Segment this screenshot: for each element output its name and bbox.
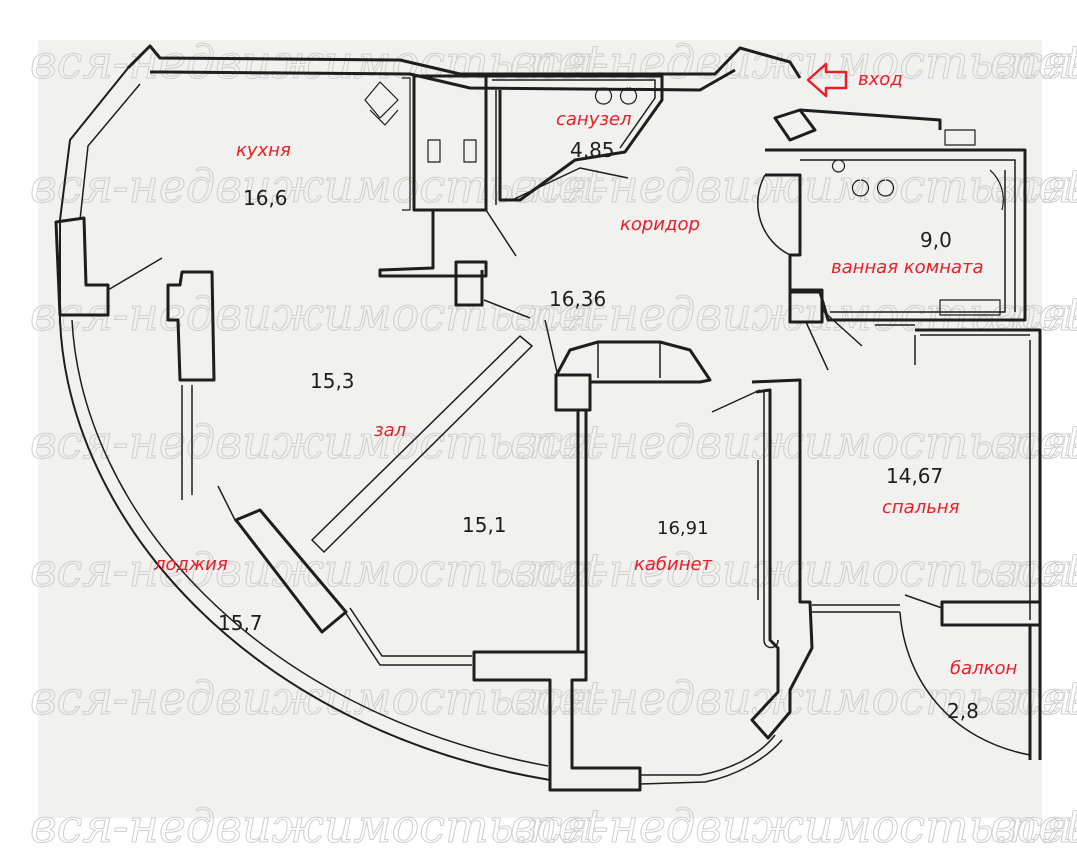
room-label-loggia: лоджия [153,554,228,575]
watermark-text: вся-недвижимость.net [510,543,1077,597]
wall-bathroom [765,148,1027,322]
door-wc [511,167,629,201]
wc-fixtures [594,87,895,197]
room-label-study: кабинет [634,554,713,575]
area-label-study: 16,91 [657,518,709,539]
wall-living-window [181,385,193,500]
wall-hall-window [344,607,472,666]
wall-bottom-window [639,734,783,785]
room-labels: кухня санузел коридор ванная комната зал… [153,109,1018,679]
wall-balcony [940,600,1042,760]
wall-loggia-slab [234,508,348,634]
area-label-loggia: 15,7 [218,611,263,635]
room-label-bedroom: спальня [882,497,960,518]
wall-corridor-stub [378,210,488,307]
door-bath-swing [805,309,863,371]
watermark-text: вся-недвижимость.net [30,415,604,469]
watermark-text: вся-недвижимость.net [30,159,604,213]
watermark-text: вся-недвижимость.net [30,287,604,341]
walls [54,44,1042,792]
watermark-text: вся-недвижимость.net [990,287,1077,341]
watermark-text: вся-недвижимость.net [990,543,1077,597]
wall-column-left [54,216,110,317]
entrance-marker: вход [806,62,903,98]
watermark-text: вся-недвижимость.net [30,799,604,849]
wall-study-pod [554,340,712,384]
wall-top-right [799,108,942,130]
area-label-living-a: 15,3 [310,369,355,393]
partition-diagonal [311,335,533,553]
wall-study-pod-inner [597,342,661,378]
area-label-bedroom: 14,67 [886,464,943,488]
door-bathroom-arc [757,174,791,256]
kitchen-stove [364,81,399,126]
wall-bathroom-column [788,288,824,324]
watermark-text: вся-недвижимость.net [990,159,1077,213]
watermark-text: вся-недвижимость.net [990,415,1077,469]
watermark-text: вся-недвижимость.net [510,159,1077,213]
wall-study-inner [757,392,779,649]
area-label-bathroom: 9,0 [920,228,952,252]
watermark-text: вся-недвижимость.net [30,543,604,597]
arrow-left-icon [806,62,848,98]
wall-bath-top [773,108,817,142]
door-loggia-swing [217,485,237,523]
room-label-wc: санузел [556,109,632,130]
door-kitchen-swing [107,257,163,291]
kitchen-counter [402,77,411,211]
wall-bathroom-inner [800,159,1016,313]
facade-arc-inner-2 [71,319,549,767]
wall-top-inner [150,68,736,92]
door-hall-swing [544,319,558,373]
watermark-text: вся-недвижимость.net [990,35,1077,89]
room-label-corridor: коридор [620,214,700,235]
door-study-swing [711,389,761,413]
facade-arc-outer [59,67,551,781]
area-label-wc: 4,85 [570,138,615,162]
door-corridor-swing [483,209,531,319]
area-labels: 16,6 4,85 16,36 9,0 15,3 15,1 16,91 14,6… [218,138,979,723]
room-label-balcony: балкон [950,658,1018,679]
area-label-balcony: 2,8 [947,699,979,723]
watermark-text: вся-недвижимость.net [510,671,1077,725]
wall-study-bedroom [750,378,814,740]
watermark-text: вся-недвижимость.net [510,799,1077,849]
kitchen-cabinets [427,139,477,163]
wall-column-living [166,270,216,382]
wall-bedroom-window [812,604,900,613]
wall-wc-inner [492,79,656,205]
watermark-text: вся-недвижимость.net [510,287,1077,341]
watermark-layer: вся-недвижимость.net вся-недвижимость.ne… [30,35,1077,853]
watermark-text: вся-недвижимость.net [990,671,1077,725]
wall-bedroom-inner [914,334,1031,620]
bathroom-shower [939,299,1001,316]
room-label-bathroom: ванная комната [831,257,984,278]
entrance-label: вход [858,69,903,90]
wall-wc [486,74,664,202]
area-label-kitchen: 16,6 [243,186,288,210]
area-label-corridor: 16,36 [549,287,606,311]
watermark-text: вся-недвижимость.net [990,799,1077,849]
area-label-hall: 15,1 [462,513,507,537]
wall-bottom-column [472,650,642,792]
room-label-kitchen: кухня [236,140,291,161]
wall-hall-column [554,373,592,412]
wall-top [126,44,802,79]
door-bedroom-swing [875,324,943,609]
paper-background [38,40,1042,818]
paper-right-edge [1042,40,1077,849]
watermark-text: вся-недвижимость.net [510,415,1077,469]
bathroom-sink [944,129,1004,211]
room-label-hall: зал [374,420,406,441]
balcony-arc [899,611,1031,756]
facade-arc-inner [79,83,141,221]
